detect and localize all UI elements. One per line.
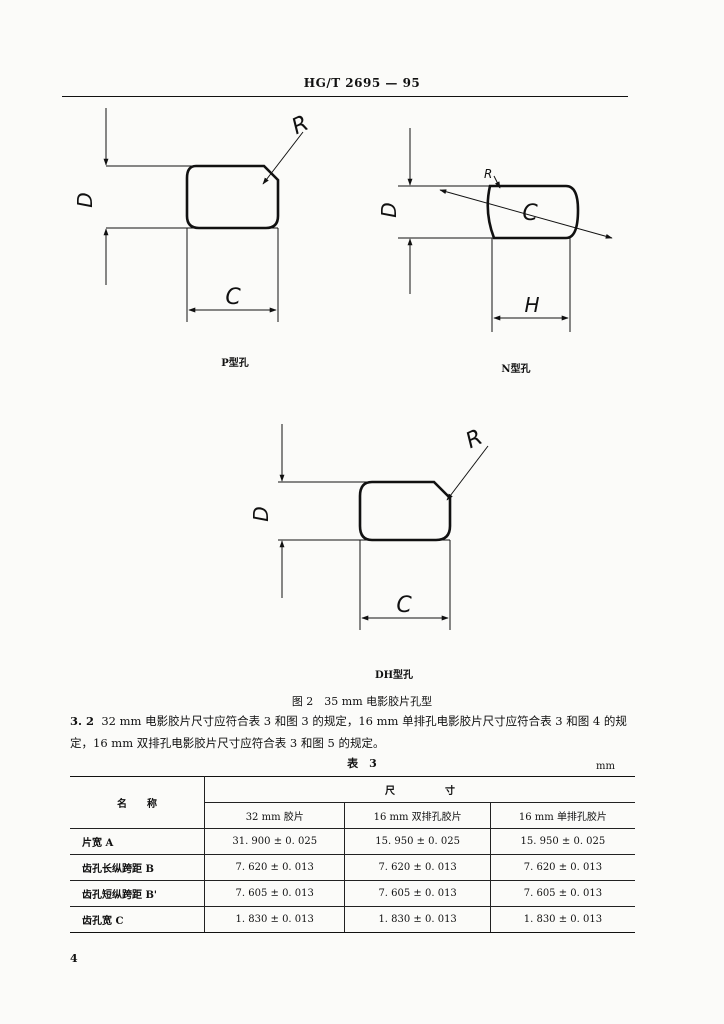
p-label-c: C <box>225 285 241 310</box>
col-name-header: 名 称 <box>70 776 205 829</box>
dh-hole-outline <box>358 480 452 542</box>
p-r-leader <box>262 131 304 185</box>
section-number: 3. 2 <box>70 714 95 728</box>
row-name: 片宽 A <box>70 828 205 855</box>
n-label-c: C <box>522 201 538 226</box>
table-row: 齿孔宽 C 1. 830 ± 0. 013 1. 830 ± 0. 013 1.… <box>70 906 635 933</box>
table-title: 表 3 <box>347 757 377 770</box>
n-c-leader <box>439 189 613 239</box>
table-cell: 31. 900 ± 0. 025 <box>203 828 346 855</box>
section-text: 32 mm 电影胶片尺寸应符合表 3 和图 3 的规定，16 mm 单排孔电影胶… <box>70 714 627 750</box>
table-cell: 7. 605 ± 0. 013 <box>344 880 491 907</box>
header-rule <box>62 96 628 97</box>
table-cell: 7. 620 ± 0. 013 <box>344 854 491 881</box>
table-cell: 15. 950 ± 0. 025 <box>489 828 635 855</box>
table-row: 齿孔短纵跨距 B' 7. 605 ± 0. 013 7. 605 ± 0. 01… <box>70 880 635 907</box>
table-cell: 7. 620 ± 0. 013 <box>203 854 346 881</box>
table-unit: mm <box>596 761 615 772</box>
dh-label-d: D <box>249 506 273 521</box>
dh-label-r: R <box>462 425 486 454</box>
subheader-16mm-single: 16 mm 单排孔胶片 <box>489 802 635 829</box>
page-number: 4 <box>70 952 78 965</box>
table-cell: 1. 830 ± 0. 013 <box>203 906 346 933</box>
figure-caption: 图 2 35 mm 电影胶片孔型 <box>291 695 433 708</box>
n-label-h: H <box>524 293 539 317</box>
n-hole-caption: N型孔 <box>501 364 531 375</box>
p-hole-outline <box>185 164 280 230</box>
table-cell: 15. 950 ± 0. 025 <box>344 828 491 855</box>
dh-r-leader <box>446 445 489 501</box>
document-header: HG/T 2695 — 95 <box>303 76 421 90</box>
table-row: 片宽 A 31. 900 ± 0. 025 15. 950 ± 0. 025 1… <box>70 828 635 855</box>
dimension-table: 名 称 尺 寸 32 mm 胶片 16 mm 双排孔胶片 16 mm 单排孔胶片… <box>70 776 635 933</box>
p-label-r: R <box>288 111 312 140</box>
subheader-32mm: 32 mm 胶片 <box>203 802 346 829</box>
row-name: 齿孔短纵跨距 B' <box>70 880 205 907</box>
p-hole-caption: P型孔 <box>221 358 249 369</box>
dh-hole-caption: DH型孔 <box>374 670 414 681</box>
table-cell: 1. 830 ± 0. 013 <box>489 906 635 933</box>
table-cell: 7. 605 ± 0. 013 <box>489 880 635 907</box>
p-label-d: D <box>73 192 97 207</box>
table-cell: 7. 605 ± 0. 013 <box>203 880 346 907</box>
table-cell: 1. 830 ± 0. 013 <box>344 906 491 933</box>
row-name: 齿孔宽 C <box>70 906 205 933</box>
table-row: 齿孔长纵跨距 B 7. 620 ± 0. 013 7. 620 ± 0. 013… <box>70 854 635 881</box>
table-cell: 7. 620 ± 0. 013 <box>489 854 635 881</box>
n-r-leader <box>493 175 501 189</box>
dh-label-c: C <box>396 593 412 618</box>
row-name: 齿孔长纵跨距 B <box>70 854 205 881</box>
subheader-16mm-double: 16 mm 双排孔胶片 <box>344 802 491 829</box>
col-dim-header: 尺 寸 <box>204 776 635 803</box>
section-paragraph: 3. 2 32 mm 电影胶片尺寸应符合表 3 和图 3 的规定，16 mm 单… <box>70 710 638 754</box>
n-label-r: R <box>484 167 492 181</box>
n-label-d: D <box>377 202 401 217</box>
